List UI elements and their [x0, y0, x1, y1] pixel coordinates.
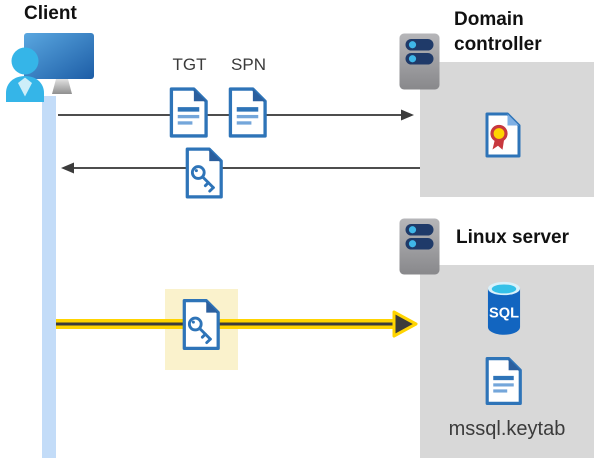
sql-database-icon: SQL	[487, 281, 521, 335]
client-label: Client	[24, 3, 77, 24]
keytab-filename-label: mssql.keytab	[448, 418, 566, 440]
monitor-stand	[52, 79, 72, 94]
monitor-icon	[24, 33, 94, 79]
certificate-icon	[485, 112, 521, 158]
linux-server-server-icon	[399, 218, 440, 275]
spn-document-icon	[228, 87, 267, 138]
linux-server-label: Linux server	[456, 227, 569, 248]
auth-arrow-client-to-linux	[56, 310, 418, 338]
key-glyph	[187, 316, 212, 345]
key-ticket-document-icon	[185, 147, 223, 199]
tgt-document-icon	[169, 87, 208, 138]
domain-controller-label: Domain controller	[454, 9, 542, 56]
client-workstation-user-icon	[6, 33, 94, 102]
domain-controller-server-icon	[399, 33, 440, 90]
keytab-document-icon	[485, 357, 522, 405]
response-arrow-dc-to-client	[61, 162, 420, 174]
user-icon	[6, 47, 44, 102]
sql-badge-text: SQL	[489, 306, 519, 322]
tgt-label: TGT	[172, 55, 207, 74]
key-glyph	[190, 165, 215, 193]
key-ticket-document-highlighted-icon	[182, 299, 220, 350]
spn-label: SPN	[231, 55, 266, 74]
client-lifeline	[42, 96, 56, 458]
